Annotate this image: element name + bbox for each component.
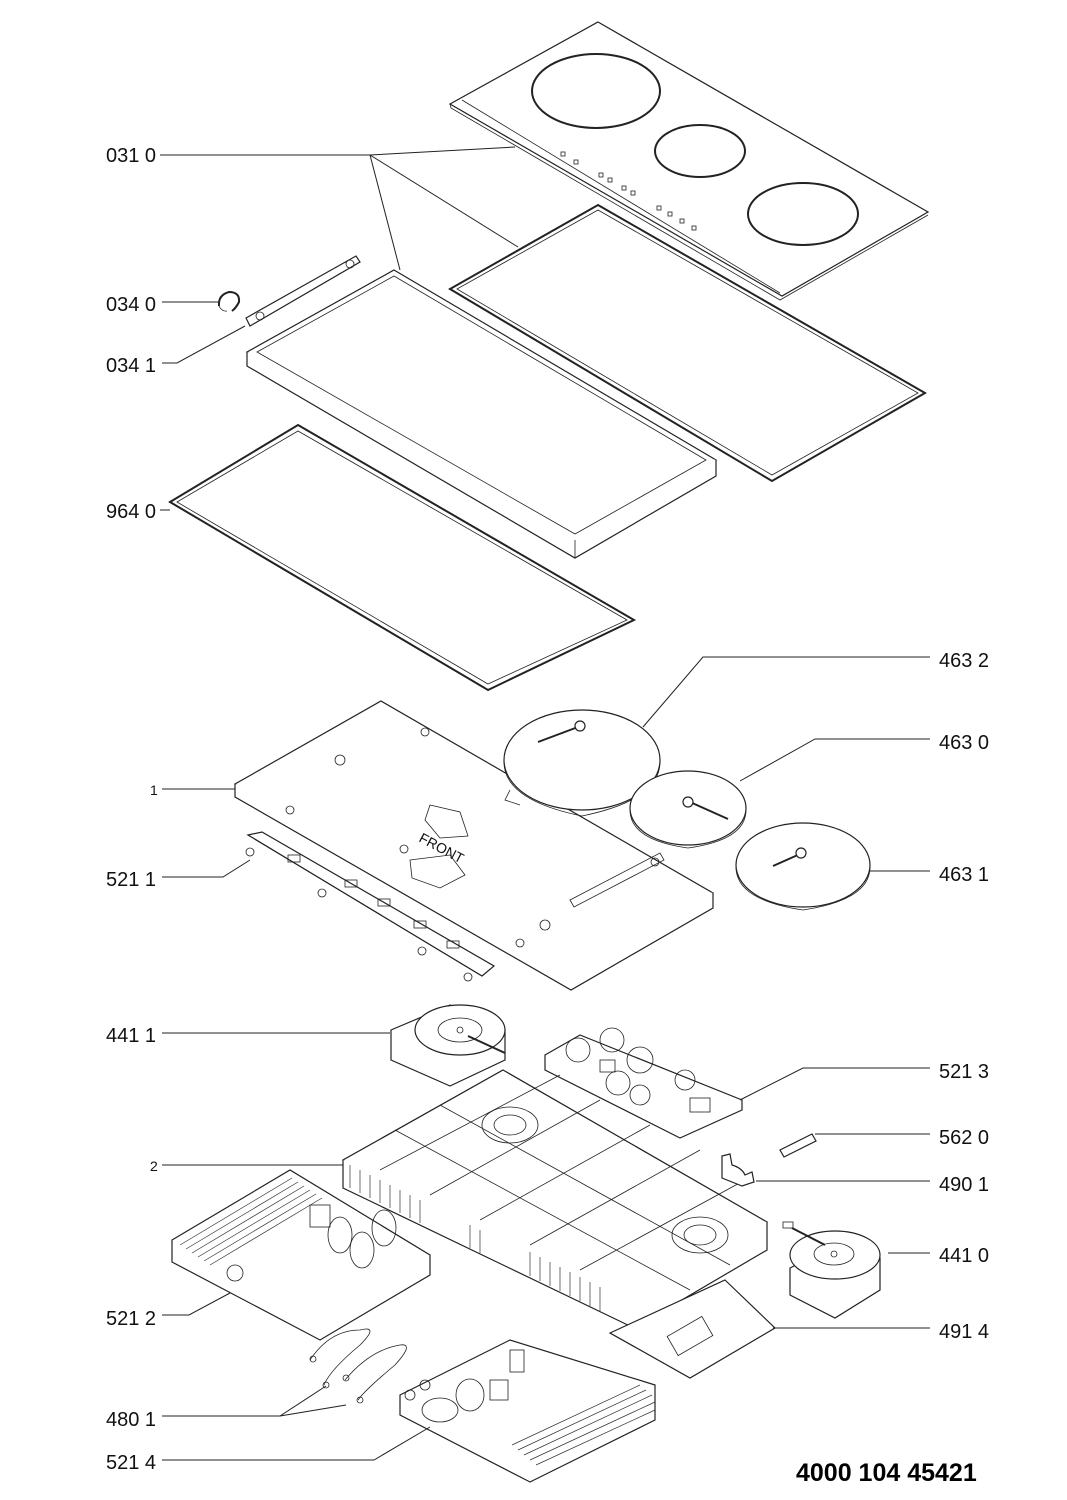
cable-clamp[interactable] (721, 1153, 755, 1187)
document-number: 4000 104 45421 (796, 1459, 977, 1487)
callout-480-1[interactable]: 480 1 (106, 1409, 156, 1431)
wire-harness[interactable] (309, 1328, 407, 1404)
callout-463-1[interactable]: 463 1 (939, 864, 989, 886)
leader-lines (160, 146, 930, 1461)
induction-coil-small[interactable] (629, 770, 747, 849)
cooking-zone-small (654, 124, 746, 178)
bracket[interactable] (245, 255, 361, 327)
top-frame (245, 269, 718, 559)
power-board-left[interactable] (171, 1169, 431, 1341)
callout-463-2[interactable]: 463 2 (939, 650, 989, 672)
induction-coil-large[interactable] (503, 709, 661, 817)
bottom-housing[interactable] (341, 1069, 769, 1329)
gasket[interactable] (168, 423, 637, 692)
cooking-zone-large (531, 53, 661, 129)
fuse[interactable] (779, 1133, 817, 1158)
callout-463-0[interactable]: 463 0 (939, 732, 989, 754)
callout-964-0[interactable]: 964 0 (106, 501, 156, 523)
callout-034-0[interactable]: 034 0 (106, 294, 156, 316)
glass-frame-seal (448, 203, 928, 483)
touch-controls (560, 151, 697, 231)
callout-labels: 031 0 034 0 034 1 964 0 463 2 463 0 1 46… (106, 145, 989, 1474)
induction-coil-medium[interactable] (735, 822, 871, 911)
callout-491-4[interactable]: 491 4 (939, 1321, 989, 1343)
callout-1[interactable]: 1 (150, 782, 158, 798)
callout-441-0[interactable]: 441 0 (939, 1245, 989, 1267)
callout-521-2[interactable]: 521 2 (106, 1308, 156, 1330)
callout-034-1[interactable]: 034 1 (106, 355, 156, 377)
fan-right[interactable] (782, 1221, 881, 1319)
power-board-right[interactable] (399, 1339, 656, 1483)
cooking-zone-medium (747, 182, 859, 246)
callout-521-3[interactable]: 521 3 (939, 1061, 989, 1083)
fan-left[interactable] (390, 1004, 506, 1087)
control-board[interactable] (245, 831, 496, 982)
callout-490-1[interactable]: 490 1 (939, 1174, 989, 1196)
callout-521-1[interactable]: 521 1 (106, 869, 156, 891)
callout-2[interactable]: 2 (150, 1158, 158, 1174)
filter-board[interactable] (544, 1027, 743, 1139)
clip[interactable] (217, 290, 241, 312)
callout-441-1[interactable]: 441 1 (106, 1025, 156, 1047)
callout-562-0[interactable]: 562 0 (939, 1127, 989, 1149)
glass-ceramic-top[interactable] (448, 21, 930, 301)
callout-521-4[interactable]: 521 4 (106, 1452, 156, 1474)
terminal-cover[interactable] (608, 1279, 776, 1379)
support-plate[interactable]: FRONT (233, 700, 715, 991)
callout-031-0[interactable]: 031 0 (106, 145, 156, 167)
